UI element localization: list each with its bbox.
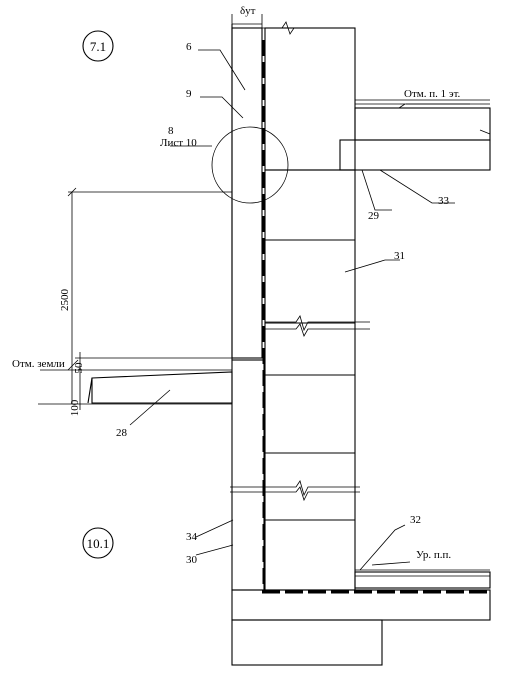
label-9: 9 — [186, 88, 192, 100]
label-33: 33 — [438, 195, 450, 207]
ground-and-blind-area — [38, 357, 233, 405]
label-28: 28 — [116, 427, 128, 439]
label-31: 31 — [394, 250, 405, 262]
basement-floor — [354, 569, 491, 589]
dim-50-label: 50 — [73, 362, 85, 374]
label-8: 8 — [168, 125, 174, 137]
ring-7-1-label: 7.1 — [90, 39, 106, 54]
dim-2500-label: 2500 — [59, 289, 71, 312]
sheet-ref-label: Лист 10 — [160, 137, 197, 149]
label-6: 6 — [186, 41, 192, 53]
label-29: 29 — [368, 210, 380, 222]
dim-100-label: 100 — [69, 399, 81, 416]
block-wall — [230, 169, 370, 591]
dimension-top — [231, 14, 355, 35]
ring-10-1-label: 10.1 — [87, 536, 110, 551]
first-floor-slab — [339, 99, 491, 171]
insulation-layer — [231, 24, 263, 360]
foundation — [231, 589, 491, 666]
ground-mark-label: Отм. земли — [12, 358, 65, 370]
label-30: 30 — [186, 554, 198, 566]
leader-lines — [129, 49, 470, 571]
label-32: 32 — [410, 514, 421, 526]
label-34: 34 — [186, 531, 198, 543]
ring-7-1: 7.1 — [82, 30, 114, 62]
detail-callout-circle — [211, 126, 289, 204]
floor-level-label: Ур. п.п. — [416, 549, 451, 561]
floor-mark-label: Отм. п. 1 эт. — [404, 88, 461, 100]
plinth-brick — [231, 359, 265, 591]
dimension-2500 — [67, 187, 232, 410]
upper-wall — [264, 27, 356, 171]
ring-10-1: 10.1 — [82, 527, 114, 559]
delta-ut-label: δут — [240, 5, 256, 17]
